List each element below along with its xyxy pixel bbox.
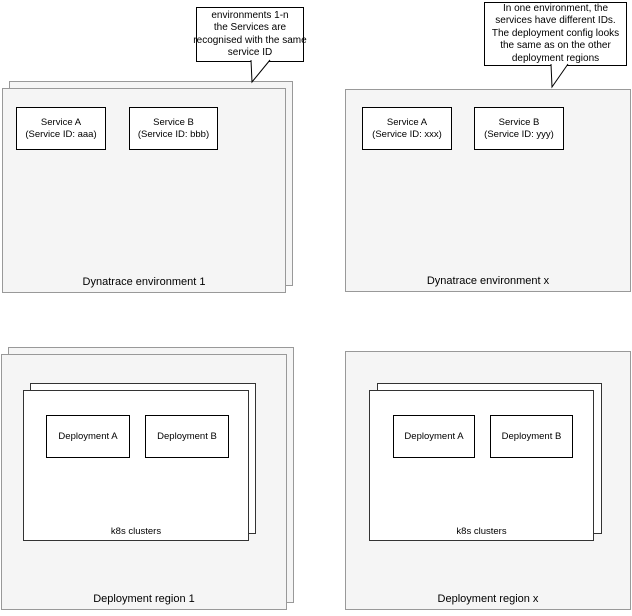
callout-environments-1n: environments 1-n the Services are recogn… (193, 7, 307, 62)
deployment-b-regionx-name: Deployment B (501, 430, 562, 442)
callout-1-line-3: recognised with the same (193, 34, 307, 46)
dynatrace-environment-x-box: Service A (Service ID: xxx) Service B (S… (345, 89, 631, 292)
callout-2-line-1: In one environment, the (502, 2, 609, 14)
deployment-region-x-label: Deployment region x (437, 593, 539, 605)
service-b-env1-name: Service B (153, 116, 194, 128)
service-a-envx-id: (Service ID: xxx) (372, 128, 442, 140)
deployment-b-region1-box: Deployment B (145, 415, 229, 458)
service-b-envx-box: Service B (Service ID: yyy) (474, 107, 564, 150)
service-b-envx-name: Service B (498, 116, 540, 128)
deployment-region-1-box: Deployment A Deployment B k8s clusters D… (1, 354, 287, 610)
deployment-b-region1-name: Deployment B (157, 430, 217, 442)
callout-2-pointer-tail (550, 63, 569, 89)
service-a-env1-name: Service A (40, 116, 82, 128)
k8s-clusters-region1-box: Deployment A Deployment B k8s clusters (23, 390, 249, 541)
service-a-envx-name: Service A (386, 116, 428, 128)
deployment-region-x-box: Deployment A Deployment B k8s clusters D… (345, 351, 631, 610)
dynatrace-environment-x-label: Dynatrace environment x (426, 275, 550, 287)
k8s-clusters-regionx-label: k8s clusters (456, 526, 507, 537)
callout-1-line-4: service ID (227, 47, 273, 58)
callout-1-line-2: the Services are (213, 22, 287, 33)
callout-2-line-5: deployment regions (511, 52, 600, 64)
service-b-env1-id: (Service ID: bbb) (137, 128, 210, 140)
service-a-env1-box: Service A (Service ID: aaa) (16, 107, 106, 150)
callout-2-line-4: the same as on the other (500, 40, 611, 52)
deployment-a-regionx-name: Deployment A (404, 430, 464, 442)
dynatrace-environment-1-box: Service A (Service ID: aaa) Service B (S… (2, 88, 286, 293)
callout-1-pointer-tail (250, 59, 271, 84)
deployment-a-region1-name: Deployment A (58, 430, 118, 442)
k8s-clusters-regionx-box: Deployment A Deployment B k8s clusters (369, 390, 594, 541)
service-a-env1-id: (Service ID: aaa) (25, 128, 97, 140)
service-b-env1-box: Service B (Service ID: bbb) (129, 107, 218, 150)
deployment-a-regionx-box: Deployment A (393, 415, 475, 458)
service-a-envx-box: Service A (Service ID: xxx) (362, 107, 452, 150)
k8s-clusters-region1-label: k8s clusters (110, 526, 162, 537)
deployment-region-1-label: Deployment region 1 (93, 593, 195, 605)
deployment-b-regionx-box: Deployment B (490, 415, 573, 458)
callout-1-line-1: environments 1-n (211, 9, 289, 21)
dynatrace-environment-1-label: Dynatrace environment 1 (82, 276, 206, 288)
callout-2-line-3: The deployment config looks (491, 27, 620, 39)
service-b-envx-id: (Service ID: yyy) (484, 128, 554, 140)
deployment-a-region1-box: Deployment A (46, 415, 130, 458)
callout-2-line-2: services have different IDs. (495, 15, 616, 27)
callout-one-environment: In one environment, the services have di… (484, 2, 627, 66)
